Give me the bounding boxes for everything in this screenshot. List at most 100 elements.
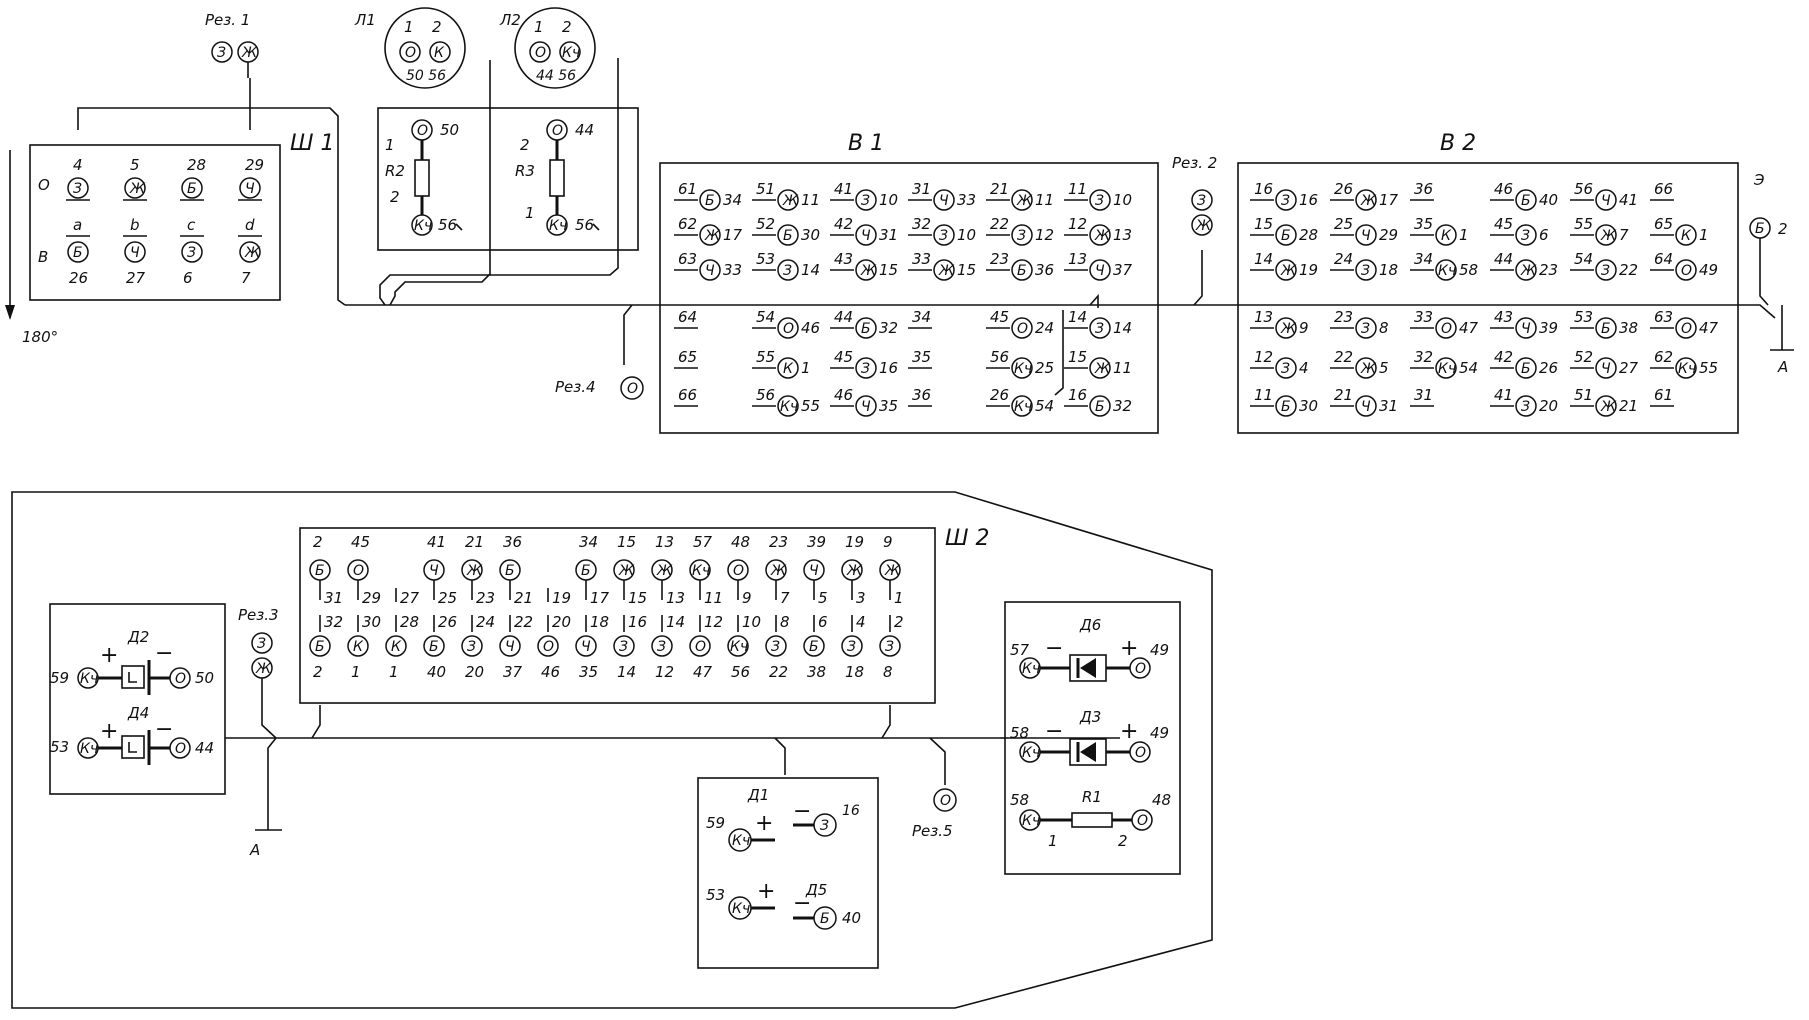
b1-cells-l-2-2-wire: 35 — [879, 397, 898, 415]
sh1-bot-num-1: 27 — [126, 269, 146, 287]
sh2-top-pin-2: 27 — [400, 589, 420, 607]
l2-pin-o — [529, 41, 551, 63]
b1-cells-u-1-0-pin — [777, 189, 799, 211]
diode-d2 — [121, 665, 145, 689]
b2-cells-u-1-2-wire: 18 — [1379, 261, 1398, 279]
b2-cells-l-4-2-pin — [1595, 395, 1617, 417]
b1-cells-l-1-0-wire: 46 — [801, 319, 820, 337]
sh1-top-1-pin — [124, 177, 146, 199]
b2-cells-u-1-0-pos: 26 — [1334, 180, 1353, 198]
sh2-bot-label-2: 1 — [389, 663, 399, 681]
b1-cells-l-1-2-wire: 55 — [801, 397, 820, 415]
b1-cells-l-1-0-pos: 54 — [756, 308, 775, 326]
b1-cells-u-5-2-color: Ч — [1095, 263, 1105, 279]
sh2-bot-11-pin — [727, 635, 749, 657]
sh2-bot-pin-4: 24 — [476, 613, 495, 631]
b1-cells-l-1-1-pin — [777, 357, 799, 379]
sh2-top-pin-3: 25 — [438, 589, 457, 607]
sh2-bot-pin-15: 2 — [894, 613, 904, 631]
b1-cells-u-2-2-pos: 43 — [834, 250, 853, 268]
sh2-top-label-9: 13 — [655, 533, 674, 551]
sh2-top-pin-7: 17 — [590, 589, 610, 607]
b2-cells-u-5-2-pin — [1675, 259, 1697, 281]
sh1-bot-3-color: Ж — [244, 245, 261, 261]
b2-cells-u-3-1-wire: 6 — [1539, 226, 1549, 244]
sh2-bot-pin-7: 18 — [590, 613, 609, 631]
resistor-r3 — [549, 159, 565, 197]
b1-cells-u-3-1-color: З — [939, 228, 948, 244]
sh2-bot-pin-11: 10 — [742, 613, 761, 631]
sh2-bot-6-color: О — [543, 639, 554, 655]
shunt-rez4: Рез.4 О — [555, 376, 644, 400]
angle-indicator: 180° — [5, 150, 58, 346]
sh2-top-pin-13: 5 — [818, 589, 828, 607]
sh1-top-2-color: Б — [187, 181, 197, 197]
b2-cells-l-0-2-pin — [1275, 395, 1297, 417]
b2-cells-l-5-0-pos: 63 — [1654, 308, 1673, 326]
d4-right: 44 — [195, 739, 214, 757]
b2-cells-l-1-2-pin — [1355, 395, 1377, 417]
b2-cells-u-3-0-pos: 46 — [1494, 180, 1513, 198]
sh2-bot-2-color: К — [391, 639, 402, 655]
sh1-title: Ш 1 — [290, 131, 335, 156]
b2-cells-l-4-2-wire: 21 — [1619, 397, 1638, 415]
r3-color-bot: Кч — [549, 218, 567, 234]
sh2-bot-label-11: 56 — [731, 663, 750, 681]
rez4-label: Рез.4 — [555, 378, 596, 396]
d3-left: 58 — [1010, 724, 1029, 742]
d5-color-kch: Кч — [732, 901, 750, 917]
sh2-top-11-color: О — [733, 563, 744, 579]
d1-minus: − — [793, 799, 811, 824]
b1-cells-u-2-1-pos: 42 — [834, 215, 853, 233]
sh2-bot-label-15: 8 — [883, 663, 893, 681]
b1-cells-l-5-1-color: Ж — [1094, 361, 1111, 377]
d6-plus: + — [1120, 636, 1138, 661]
d3-right: 49 — [1150, 724, 1169, 742]
b2-cells-u-4-2-pin — [1595, 259, 1617, 281]
sh2-bot-label-0: 2 — [313, 663, 323, 681]
b1-cells-l-5-2-color: Б — [1095, 399, 1105, 415]
b1-cells-u-3-2-pos: 33 — [912, 250, 931, 268]
b2-cells-l-4-0-color: Б — [1601, 321, 1611, 337]
sh1-top-3-color: Ч — [245, 181, 255, 197]
b1-cells-l-5-1-pos: 15 — [1068, 348, 1087, 366]
d3-color-o: О — [1135, 745, 1146, 761]
resistor-r2 — [414, 159, 430, 197]
b2-cells-l-4-0-pin — [1595, 317, 1617, 339]
sh1-bot-label-2: c — [187, 216, 196, 234]
b2-cells-l-5-0-wire: 47 — [1699, 319, 1719, 337]
d3-plus: + — [1120, 719, 1138, 744]
b1-cells-l-5-0-wire: 14 — [1113, 319, 1132, 337]
sh2-bot-12-color: З — [771, 639, 780, 655]
b2-cells-u-5-1-wire: 1 — [1699, 226, 1709, 244]
lower-enclosure — [11, 491, 1213, 1009]
sh2-top-label-14: 19 — [845, 533, 864, 551]
shunt-rez2: Рез. 2 З Ж — [1172, 154, 1217, 236]
d5-left: 53 — [706, 886, 725, 904]
d2-plus: + — [100, 643, 118, 668]
d4-label: Д4 — [127, 704, 149, 722]
d6-right: 49 — [1150, 641, 1169, 659]
b2-cells-u-5-1-pin — [1675, 224, 1697, 246]
sh2-bot-10-pin — [689, 635, 711, 657]
e-color-b: Б — [1755, 221, 1765, 237]
b1-cells-u-4-2-pos: 23 — [990, 250, 1009, 268]
l1-pin-o — [399, 41, 421, 63]
sh2-bot-8-color: З — [619, 639, 628, 655]
b1-cells-u-4-0-pin — [1011, 189, 1033, 211]
sh2-bot-10-color: О — [695, 639, 706, 655]
d1-right: 16 — [842, 803, 860, 819]
b2-cells-u-1-2-pos: 24 — [1334, 250, 1353, 268]
b1-cells-u-4-0-color: Ж — [1016, 193, 1033, 209]
rez2-color-z: З — [1197, 193, 1206, 209]
b2-cells-u-3-1-pos: 45 — [1494, 215, 1513, 233]
l1-color-o: О — [405, 45, 416, 61]
b1-cells-l-1-2-color: Кч — [780, 399, 798, 415]
b1-cells-u-5-1-color: Ж — [1094, 228, 1111, 244]
d5-minus: − — [793, 891, 811, 916]
b2-cells-l-4-1-pin — [1595, 357, 1617, 379]
sh1-bot-0-pin — [67, 241, 89, 263]
d6-color-o: О — [1135, 661, 1146, 677]
b2-title: В 2 — [1440, 131, 1476, 156]
